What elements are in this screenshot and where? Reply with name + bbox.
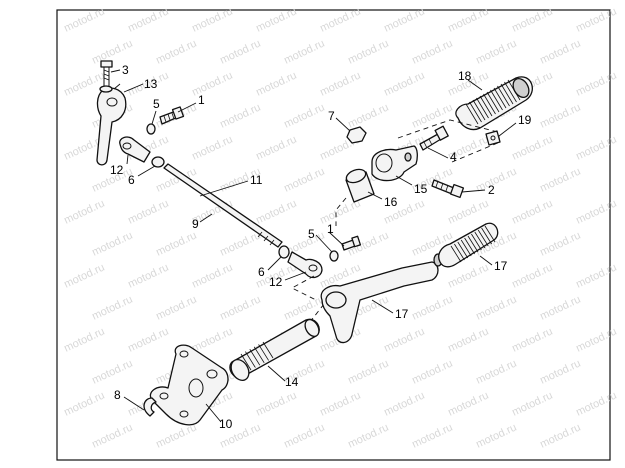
part-6-nut-lower	[278, 245, 290, 259]
rib-line	[474, 231, 486, 249]
rib-line	[245, 351, 256, 368]
rib-line	[469, 101, 482, 123]
callout-11: 11	[250, 173, 263, 187]
part-5-washer-upper	[146, 123, 156, 135]
rib-line	[472, 99, 486, 121]
part-1-bolt-upper	[159, 106, 185, 125]
rib-line	[464, 237, 475, 255]
callout-3: 3	[122, 63, 129, 77]
callout-6-upper: 6	[128, 173, 135, 187]
rib-line	[493, 87, 507, 109]
leader-lines	[110, 69, 517, 423]
rib-line	[262, 341, 274, 359]
callout-10: 10	[219, 417, 233, 431]
part-2-bolt	[431, 179, 465, 199]
rib-line	[450, 245, 462, 263]
rib-line	[481, 227, 492, 245]
rib-line	[258, 344, 269, 361]
part-7-nut	[346, 126, 367, 144]
part-9-11-shift-rod	[163, 163, 283, 248]
callout-8: 8	[114, 388, 121, 402]
part-6-nut-upper	[151, 156, 165, 168]
rib-line	[490, 89, 503, 111]
rib-line	[479, 95, 493, 117]
rib-line	[483, 93, 496, 115]
part-10-mounting-plate	[149, 344, 229, 426]
part-16-bushing	[345, 168, 375, 203]
part-19-clip	[485, 130, 501, 146]
callout-15: 15	[414, 182, 428, 196]
part-3-screw	[99, 60, 113, 93]
part-4-peg-bolt	[419, 125, 449, 151]
callout-16: 16	[384, 195, 398, 209]
rib-line	[457, 241, 469, 259]
callout-13: 13	[144, 77, 158, 91]
part-5-washer-lower	[329, 250, 339, 262]
part-18-footpeg-upper	[455, 76, 533, 131]
callout-1-lower: 1	[327, 222, 334, 236]
callout-6-lower: 6	[258, 265, 265, 279]
callout-12-upper: 12	[110, 163, 124, 177]
rib-line	[460, 239, 472, 257]
callout-9: 9	[192, 217, 199, 231]
callout-1-upper: 1	[198, 93, 205, 107]
part-14-shaft	[229, 318, 320, 381]
rib-line	[476, 97, 489, 119]
rib-line	[486, 91, 500, 113]
part-12-rod-end-lower	[287, 251, 323, 279]
part-1-bolt-lower	[341, 235, 362, 251]
callout-4: 4	[450, 150, 457, 164]
rib-line	[477, 229, 489, 247]
rib-line	[249, 348, 261, 366]
callout-18: 18	[458, 69, 472, 83]
rib-line	[465, 103, 479, 125]
callout-5-lower: 5	[308, 227, 315, 241]
callout-5-upper: 5	[153, 97, 160, 111]
callout-14: 14	[285, 375, 299, 389]
callout-labels: 3 13 1 5 12 6 11 9 5 6 12 1 7 15 16 4 2 …	[110, 63, 532, 431]
callout-17-peg: 17	[494, 259, 508, 273]
part-17-shift-lever	[320, 253, 443, 344]
part-12-rod-end-upper	[119, 136, 151, 163]
callout-2: 2	[488, 183, 495, 197]
callout-7: 7	[328, 109, 335, 123]
rib-line	[504, 81, 517, 103]
rib-line	[500, 83, 514, 105]
rib-line	[507, 79, 521, 101]
rib-line	[240, 353, 252, 371]
callout-19: 19	[518, 113, 532, 127]
rib-line	[484, 225, 496, 243]
rib-line	[253, 346, 265, 364]
part-13-shift-arm	[96, 87, 127, 166]
rib-line	[467, 235, 479, 253]
part-15-peg-holder	[371, 145, 418, 182]
assembly-dash-lines	[291, 119, 501, 323]
callout-12-lower: 12	[269, 275, 283, 289]
rib-line	[454, 243, 465, 261]
rib-line	[471, 233, 482, 251]
callout-17-lever: 17	[395, 307, 409, 321]
rib-line	[497, 85, 510, 107]
part-17-footpeg-lower	[438, 222, 499, 268]
part-8-eclip	[143, 397, 157, 417]
